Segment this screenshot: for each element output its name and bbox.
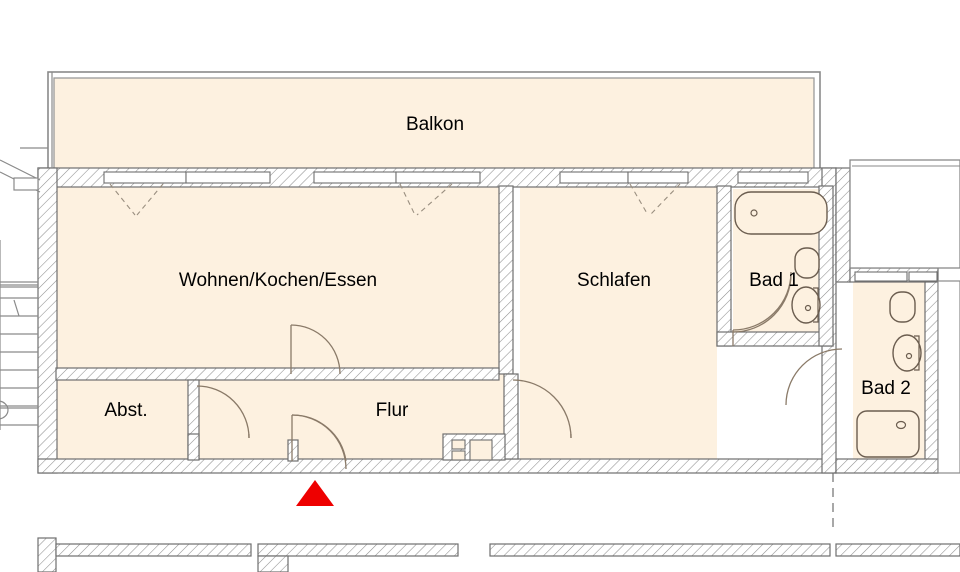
entrance-marker[interactable] — [296, 480, 334, 506]
neighbour-unit-below — [37, 537, 960, 572]
fixture-shower-bad2 — [856, 410, 920, 458]
room-fill-wohnen — [56, 186, 499, 374]
room-label-flur: Flur — [376, 400, 409, 421]
door-swings — [196, 271, 843, 470]
room-fill-abst — [56, 380, 194, 456]
fixture-bathtub-bad1 — [734, 191, 828, 235]
room-balkon — [47, 71, 821, 173]
room-label-abst: Abst. — [104, 400, 147, 421]
room-label-bad2: Bad 2 — [861, 378, 911, 399]
fixture-sink-bad2 — [892, 334, 922, 372]
room-fill-schlafen — [520, 186, 717, 459]
door-opening-indicators — [109, 183, 681, 216]
room-label-schlafen: Schlafen — [577, 270, 651, 291]
room-label-balkon: Balkon — [406, 114, 464, 135]
fixture-toilet-bad1 — [794, 247, 820, 279]
fixture-sink-bad1 — [791, 286, 821, 324]
door-swing-bad1 — [732, 273, 792, 333]
chimney-flue — [451, 439, 493, 461]
openings — [103, 171, 938, 282]
room-label-bad1: Bad 1 — [749, 270, 799, 291]
room-label-wohnen: Wohnen/Kochen/Essen — [179, 270, 377, 291]
fixture-toilet-bad2 — [889, 291, 916, 323]
balcony-left-overhang — [20, 72, 53, 168]
neighbour-unit-right — [849, 159, 960, 474]
staircase-left — [0, 159, 41, 430]
